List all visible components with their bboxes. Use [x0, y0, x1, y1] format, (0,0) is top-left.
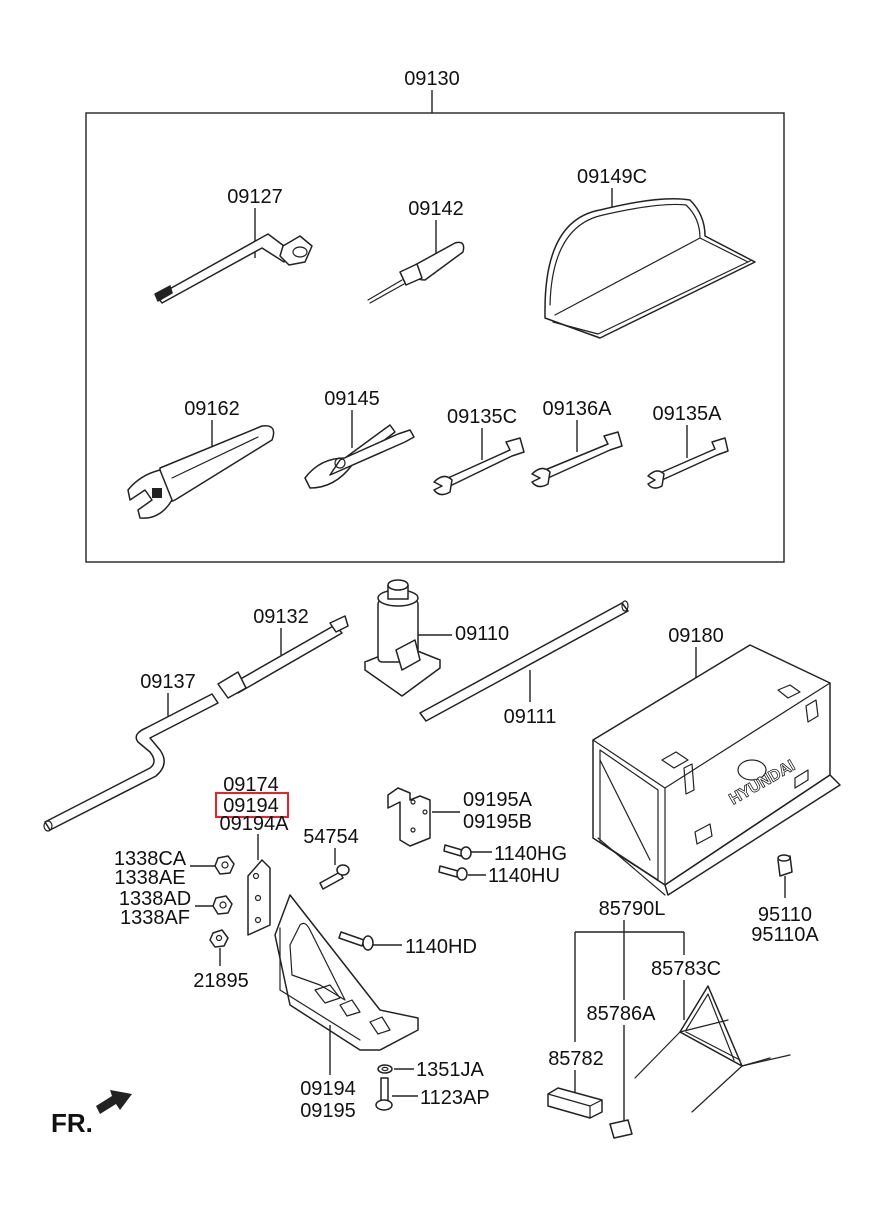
jack-rod-part[interactable]: 09111: [419, 600, 629, 728]
label-85790L[interactable]: 85790L: [599, 898, 666, 920]
label-1123AP[interactable]: 1123AP: [420, 1087, 490, 1109]
label-1338AE[interactable]: 1338AE: [114, 867, 185, 889]
bracket-labels: 09174 09194 09194A: [215, 774, 290, 860]
jack-handle-part[interactable]: 09137: [43, 671, 219, 832]
label-09162[interactable]: 09162: [184, 398, 240, 420]
label-1338AD[interactable]: 1338AD: [119, 888, 191, 910]
spanner-09135c-part[interactable]: 09135C: [433, 406, 525, 496]
fr-label: FR.: [51, 1108, 93, 1138]
label-09145[interactable]: 09145: [324, 388, 380, 410]
front-direction-indicator: FR.: [51, 1090, 132, 1138]
spanner-09135a-part[interactable]: 09135A: [647, 403, 729, 489]
label-1140HD[interactable]: 1140HD: [405, 936, 477, 958]
label-09111[interactable]: 09111: [504, 706, 557, 728]
part-95110[interactable]: 95110 95110A: [751, 854, 819, 946]
spanner-09136a-part[interactable]: 09136A: [531, 398, 623, 488]
label-85782[interactable]: 85782: [548, 1048, 604, 1070]
tool-kit-group: 09130: [85, 68, 785, 563]
screwdriver-part[interactable]: 09142: [367, 198, 465, 304]
label-95110[interactable]: 95110: [758, 904, 812, 926]
label-09136A[interactable]: 09136A: [543, 398, 613, 420]
label-09194-highlighted[interactable]: 09194: [223, 795, 279, 817]
storage-box-part[interactable]: 09180 HYUNDAI: [592, 625, 841, 896]
bolt-1140hd-part[interactable]: 1140HD: [338, 931, 477, 958]
label-09149C[interactable]: 09149C: [577, 166, 647, 188]
nut-1338ad-part[interactable]: 1338AD 1338AF: [119, 888, 233, 929]
bolt-1140hu-part[interactable]: 1140HU: [438, 865, 560, 887]
label-09135C[interactable]: 09135C: [447, 406, 517, 428]
label-85783C[interactable]: 85783C: [651, 958, 721, 980]
warning-triangle-kit-group[interactable]: 85790L 85783C 85786A 85782: [547, 898, 791, 1139]
label-09195B[interactable]: 09195B: [463, 811, 532, 833]
tool-bag-part[interactable]: 09149C: [544, 166, 756, 339]
nut-21895-part[interactable]: 21895: [193, 929, 249, 992]
bracket-plate-part[interactable]: [247, 859, 271, 936]
label-1140HG[interactable]: 1140HG: [494, 843, 567, 865]
label-09135A[interactable]: 09135A: [653, 403, 723, 425]
label-1338CA[interactable]: 1338CA: [114, 848, 187, 870]
label-09137[interactable]: 09137: [140, 671, 196, 693]
label-09174[interactable]: 09174: [223, 774, 279, 796]
screw-54754-part[interactable]: 54754: [303, 826, 359, 890]
label-09142[interactable]: 09142: [408, 198, 464, 220]
label-1338AF[interactable]: 1338AF: [120, 907, 190, 929]
label-09110[interactable]: 09110: [455, 623, 509, 645]
label-09127[interactable]: 09127: [227, 186, 283, 208]
label-1140HU[interactable]: 1140HU: [488, 865, 560, 887]
extension-bar-part[interactable]: 09132: [217, 606, 349, 699]
label-09132[interactable]: 09132: [253, 606, 309, 628]
bolt-1123ap-part[interactable]: 1123AP: [375, 1077, 490, 1111]
nut-1338ca-part[interactable]: 1338CA 1338AE: [114, 848, 235, 889]
front-arrow-icon: [96, 1090, 132, 1114]
label-09195[interactable]: 09195: [300, 1100, 356, 1122]
label-09180[interactable]: 09180: [668, 625, 724, 647]
bracket-09195-part[interactable]: 09195A 09195B: [387, 787, 533, 847]
label-1351JA[interactable]: 1351JA: [416, 1059, 484, 1081]
washer-1351ja-part[interactable]: 1351JA: [377, 1059, 484, 1081]
label-09194[interactable]: 09194: [300, 1078, 356, 1100]
label-95110A[interactable]: 95110A: [751, 924, 819, 946]
label-85786A[interactable]: 85786A: [587, 1003, 657, 1025]
main-bracket-part[interactable]: 09194 09195: [274, 894, 419, 1122]
highlight-box: [215, 792, 289, 818]
adjustable-wrench-part[interactable]: 09162: [127, 398, 275, 519]
bottle-jack-part[interactable]: 09110: [364, 579, 509, 697]
label-54754[interactable]: 54754: [303, 826, 359, 848]
label-21895[interactable]: 21895: [193, 970, 249, 992]
label-09130[interactable]: 09130: [404, 68, 460, 90]
label-09194A[interactable]: 09194A: [220, 813, 290, 835]
tool-kit-frame: [85, 112, 785, 563]
bolt-1140hg-part[interactable]: 1140HG: [443, 843, 567, 865]
label-09195A[interactable]: 09195A: [463, 789, 533, 811]
pliers-part[interactable]: 09145: [304, 388, 415, 489]
lug-wrench-part[interactable]: 09127: [154, 186, 313, 304]
